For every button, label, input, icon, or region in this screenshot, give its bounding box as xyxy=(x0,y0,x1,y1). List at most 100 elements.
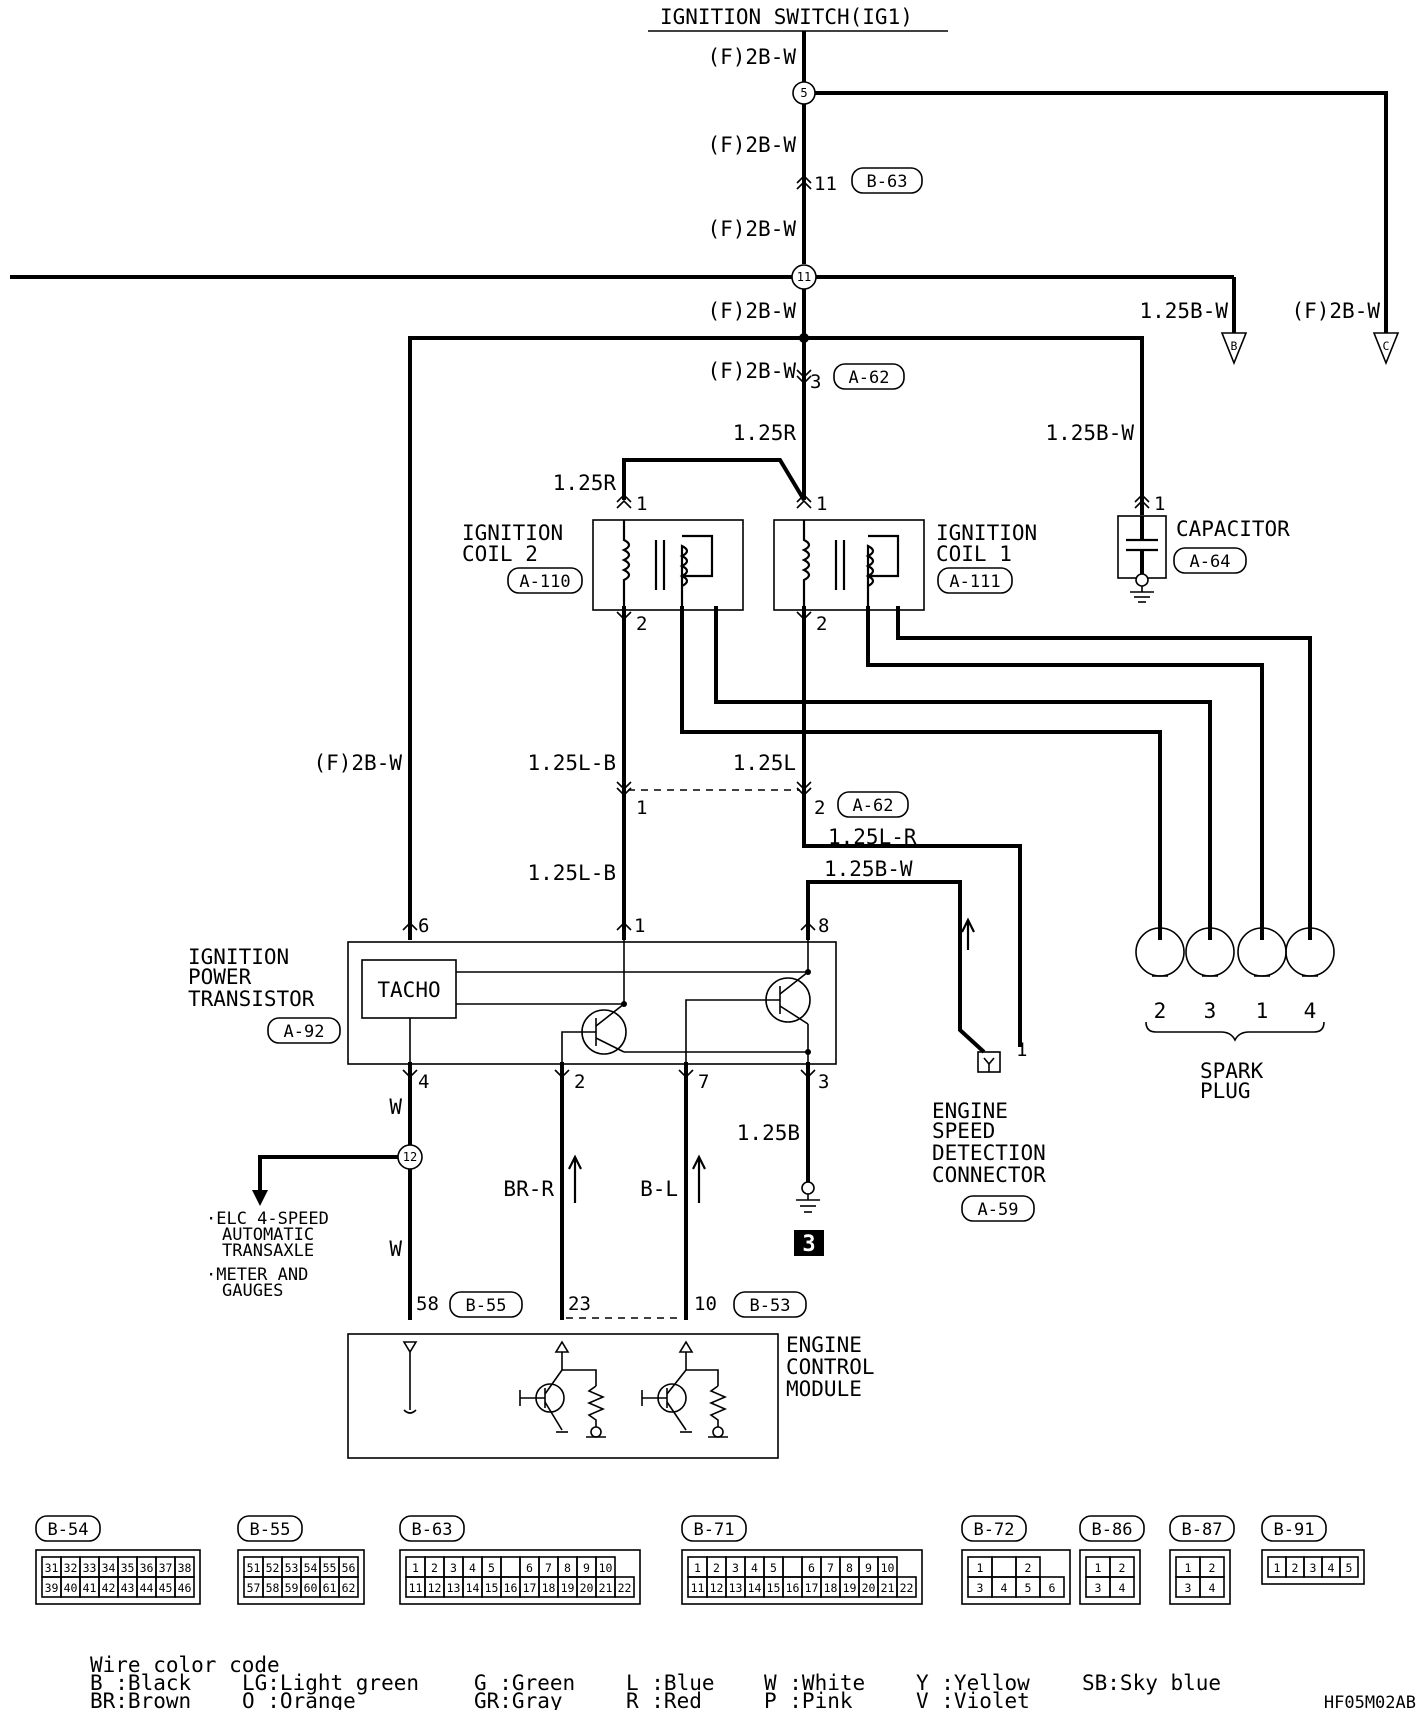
connector-pin: 2 xyxy=(431,1561,438,1575)
connector-pin: 4 xyxy=(1328,1561,1335,1575)
connector-pin: 56 xyxy=(342,1561,356,1575)
connector-pin: 60 xyxy=(304,1581,318,1595)
wire-color-entry: SB:Sky blue xyxy=(1082,1671,1221,1695)
connector-pin: 14 xyxy=(466,1581,480,1595)
ref-arrow-c: C xyxy=(1372,332,1400,366)
meter-note: ·METER AND xyxy=(206,1265,308,1285)
ground-symbol xyxy=(796,1181,820,1213)
wire-color-entry: V :Violet xyxy=(916,1689,1030,1710)
connector-tag-a92: A-92 xyxy=(267,1017,341,1044)
connector-pin: 5 xyxy=(1025,1581,1032,1595)
connector-pin: 37 xyxy=(159,1561,173,1575)
connector-pin: 15 xyxy=(485,1581,499,1595)
wire-color-entry: Y :Yellow xyxy=(916,1671,1030,1695)
connector-pin: 53 xyxy=(285,1561,299,1575)
ignition-switch-label: IGNITION SWITCH(IG1) xyxy=(660,5,913,29)
ignition-coil-1 xyxy=(773,519,925,611)
wiring xyxy=(10,30,1388,1320)
connector-pin: 4 xyxy=(1001,1581,1008,1595)
wire-label: W xyxy=(389,1237,402,1261)
svg-text:A-111: A-111 xyxy=(949,572,1000,592)
connector-tag-b55: B-55 xyxy=(449,1291,523,1318)
flow-arrows xyxy=(252,1154,706,1206)
wire-label: 1.25R xyxy=(733,421,797,445)
connector-pin: 4 xyxy=(469,1561,476,1575)
wire-label: (F)2B-W xyxy=(707,45,796,69)
wire-label: B-L xyxy=(640,1177,678,1201)
wire-label: (F)2B-W xyxy=(1291,299,1380,323)
wire-color-entry: G :Green xyxy=(474,1671,575,1695)
svg-text:A-62: A-62 xyxy=(849,368,890,388)
connector-tag-a62b: A-62 xyxy=(837,791,909,818)
ignition-power-transistor-label: IGNITION xyxy=(188,945,289,969)
spark-plug-number: 3 xyxy=(1204,999,1217,1023)
svg-text:2: 2 xyxy=(814,797,825,819)
svg-text:1: 1 xyxy=(816,493,827,515)
meter-note: GAUGES xyxy=(222,1281,283,1301)
wire-label: 1.25L-B xyxy=(527,751,616,775)
connector-tag-a111: A-111 xyxy=(937,567,1013,594)
connector-pin: 3 xyxy=(732,1561,739,1575)
wire-color-entry: B :Black xyxy=(90,1671,192,1695)
svg-text:2: 2 xyxy=(816,613,827,635)
connector-pin: 39 xyxy=(45,1581,59,1595)
connector-pin: 12 xyxy=(710,1581,724,1595)
svg-text:3: 3 xyxy=(810,371,821,393)
wire-color-code: Wire color code B :Black BR:Brown LG:Lig… xyxy=(90,1653,1416,1710)
wire-labels: IGNITION SWITCH(IG1) (F)2B-W (F)2B-W (F)… xyxy=(313,5,1380,1261)
ignition-coil-2 xyxy=(592,519,744,611)
svg-text:1: 1 xyxy=(1016,1039,1027,1061)
connector-pin: 45 xyxy=(159,1581,173,1595)
connector-pin: 10 xyxy=(599,1561,613,1575)
connector-pin: 16 xyxy=(504,1581,518,1595)
connector-pin: 18 xyxy=(542,1581,556,1595)
wire-label: 1.25B xyxy=(737,1121,800,1145)
connector-pin: 19 xyxy=(561,1581,575,1595)
ecm-label: CONTROL xyxy=(786,1355,875,1379)
ignition-power-transistor: TACHO xyxy=(347,940,837,1065)
engine-speed-connector-label: ENGINE xyxy=(932,1099,1008,1123)
connector-pin: 20 xyxy=(580,1581,594,1595)
svg-text:2: 2 xyxy=(636,613,647,635)
wire-color-entry: BR:Brown xyxy=(90,1689,191,1710)
connector-tag-b53: B-53 xyxy=(733,1291,807,1318)
connector-pin: 62 xyxy=(342,1581,356,1595)
connector-pin: 1 xyxy=(977,1561,984,1575)
svg-text:A-64: A-64 xyxy=(1190,552,1231,572)
wire-label: (F)2B-W xyxy=(707,133,796,157)
spark-plug-number: 2 xyxy=(1154,999,1167,1023)
connector-pin: 61 xyxy=(323,1581,337,1595)
connector-pin: 42 xyxy=(102,1581,116,1595)
engine-control-module xyxy=(347,1333,779,1459)
wire-label: (F)2B-W xyxy=(707,217,796,241)
svg-text:1: 1 xyxy=(634,915,645,937)
connector-pin: 5 xyxy=(488,1561,495,1575)
junction-dot xyxy=(799,333,809,343)
component-labels: IGNITION COIL 2 IGNITION COIL 1 CAPACITO… xyxy=(188,517,1290,1401)
connector-pin: 31 xyxy=(45,1561,59,1575)
wire-color-entry: LG:Light green xyxy=(242,1671,419,1695)
wire-color-entry: W :White xyxy=(764,1671,865,1695)
connector-pin: 16 xyxy=(786,1581,800,1595)
spark-plug-label: PLUG xyxy=(1200,1079,1251,1103)
svg-text:C: C xyxy=(1383,339,1390,353)
ground-ref-badge: 3 xyxy=(794,1230,824,1257)
connector-legend-name: B-86 xyxy=(1092,1520,1133,1540)
connector-pin: 17 xyxy=(523,1581,537,1595)
connector-pin: 12 xyxy=(428,1581,442,1595)
wire-label: 1.25R xyxy=(553,471,617,495)
wire-label: 1.25L-B xyxy=(527,861,616,885)
spark-plugs xyxy=(1135,927,1335,1042)
figure-code: HF05M02AB xyxy=(1324,1693,1416,1710)
connector-pin: 1 xyxy=(694,1561,701,1575)
connector-pin: 3 xyxy=(1185,1581,1192,1595)
connector-legend-name: B-87 xyxy=(1182,1520,1223,1540)
connector-pin: 19 xyxy=(843,1581,857,1595)
connector-pin: 38 xyxy=(178,1561,192,1575)
connector-tag-a110: A-110 xyxy=(507,567,583,594)
connector-pin: 35 xyxy=(121,1561,135,1575)
